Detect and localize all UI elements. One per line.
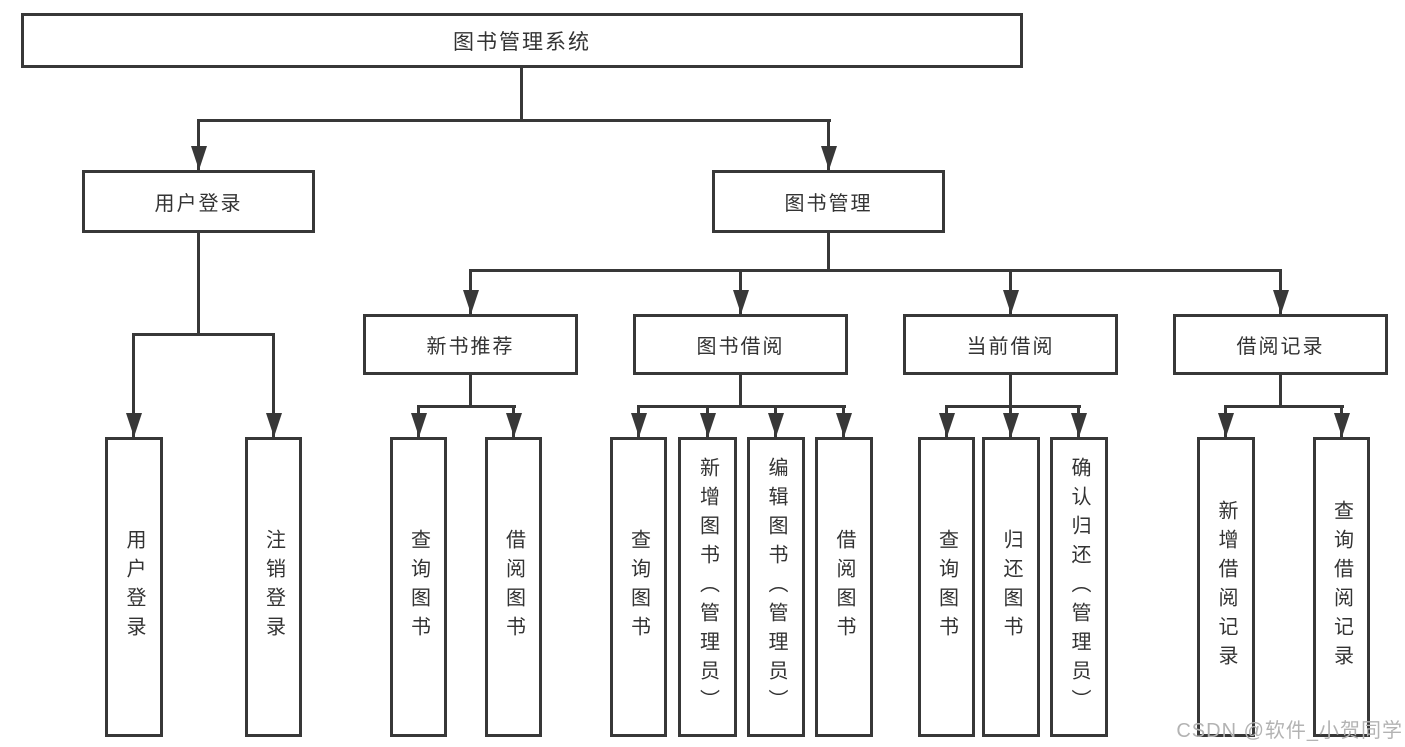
- node-query-books: 查询图书: [390, 437, 447, 737]
- node-user-login: 用户登录: [82, 170, 315, 233]
- connector-line: [132, 333, 135, 437]
- node-borrow-record: 借阅记录: [1173, 314, 1388, 375]
- node-add-books-admin: 新增图书（管理员）: [678, 437, 737, 737]
- arrow-down-icon: [411, 413, 427, 437]
- node-query-borrow-record: 查询借阅记录: [1313, 437, 1370, 737]
- connector-line: [469, 373, 472, 407]
- arrow-down-icon: [768, 413, 784, 437]
- node-query-books: 查询图书: [610, 437, 667, 737]
- node-new-book-recommend: 新书推荐: [363, 314, 578, 375]
- connector-line: [1009, 373, 1012, 407]
- connector-root-branch: [197, 119, 831, 122]
- arrow-down-icon: [1003, 290, 1019, 314]
- connector-to-book-mgmt: [827, 119, 830, 171]
- connector-user-login-drop: [197, 231, 200, 335]
- connector-line: [272, 333, 275, 437]
- connector-line: [1224, 405, 1344, 408]
- node-add-borrow-record: 新增借阅记录: [1197, 437, 1255, 737]
- node-root: 图书管理系统: [21, 13, 1023, 68]
- connector-user-login-branch: [132, 333, 275, 336]
- arrow-down-icon: [1334, 413, 1350, 437]
- csdn-watermark: CSDN @软件_小贺同学: [1176, 720, 1403, 742]
- connector-line: [945, 405, 1081, 408]
- arrow-down-icon: [1218, 413, 1234, 437]
- connector-root-drop: [520, 66, 523, 120]
- arrow-down-icon: [463, 290, 479, 314]
- connector-book-mgmt-drop: [827, 231, 830, 272]
- node-borrow-books: 借阅图书: [485, 437, 542, 737]
- arrow-down-icon: [821, 146, 837, 170]
- connector-book-mgmt-branch: [469, 269, 1282, 272]
- arrow-down-icon: [506, 413, 522, 437]
- connector-line: [739, 373, 742, 407]
- arrow-down-icon: [191, 146, 207, 170]
- node-edit-books-admin: 编辑图书（管理员）: [747, 437, 805, 737]
- arrow-down-icon: [1071, 413, 1087, 437]
- node-book-mgmt: 图书管理: [712, 170, 945, 233]
- node-book-borrow: 图书借阅: [633, 314, 848, 375]
- arrow-down-icon: [939, 413, 955, 437]
- connector-to-user-login: [197, 119, 200, 171]
- node-return-books: 归还图书: [982, 437, 1040, 737]
- arrow-down-icon: [266, 413, 282, 437]
- connector-line: [637, 405, 846, 408]
- node-logout-action: 注销登录: [245, 437, 302, 737]
- node-confirm-return-admin: 确认归还（管理员）: [1050, 437, 1108, 737]
- connector-line: [417, 405, 516, 408]
- arrow-down-icon: [631, 413, 647, 437]
- arrow-down-icon: [1003, 413, 1019, 437]
- node-query-books: 查询图书: [918, 437, 975, 737]
- node-user-login-action: 用户登录: [105, 437, 163, 737]
- connector-line: [1279, 373, 1282, 407]
- arrow-down-icon: [733, 290, 749, 314]
- arrow-down-icon: [1273, 290, 1289, 314]
- arrow-down-icon: [126, 413, 142, 437]
- arrow-down-icon: [836, 413, 852, 437]
- node-borrow-books: 借阅图书: [815, 437, 873, 737]
- arrow-down-icon: [700, 413, 716, 437]
- node-current-borrow: 当前借阅: [903, 314, 1118, 375]
